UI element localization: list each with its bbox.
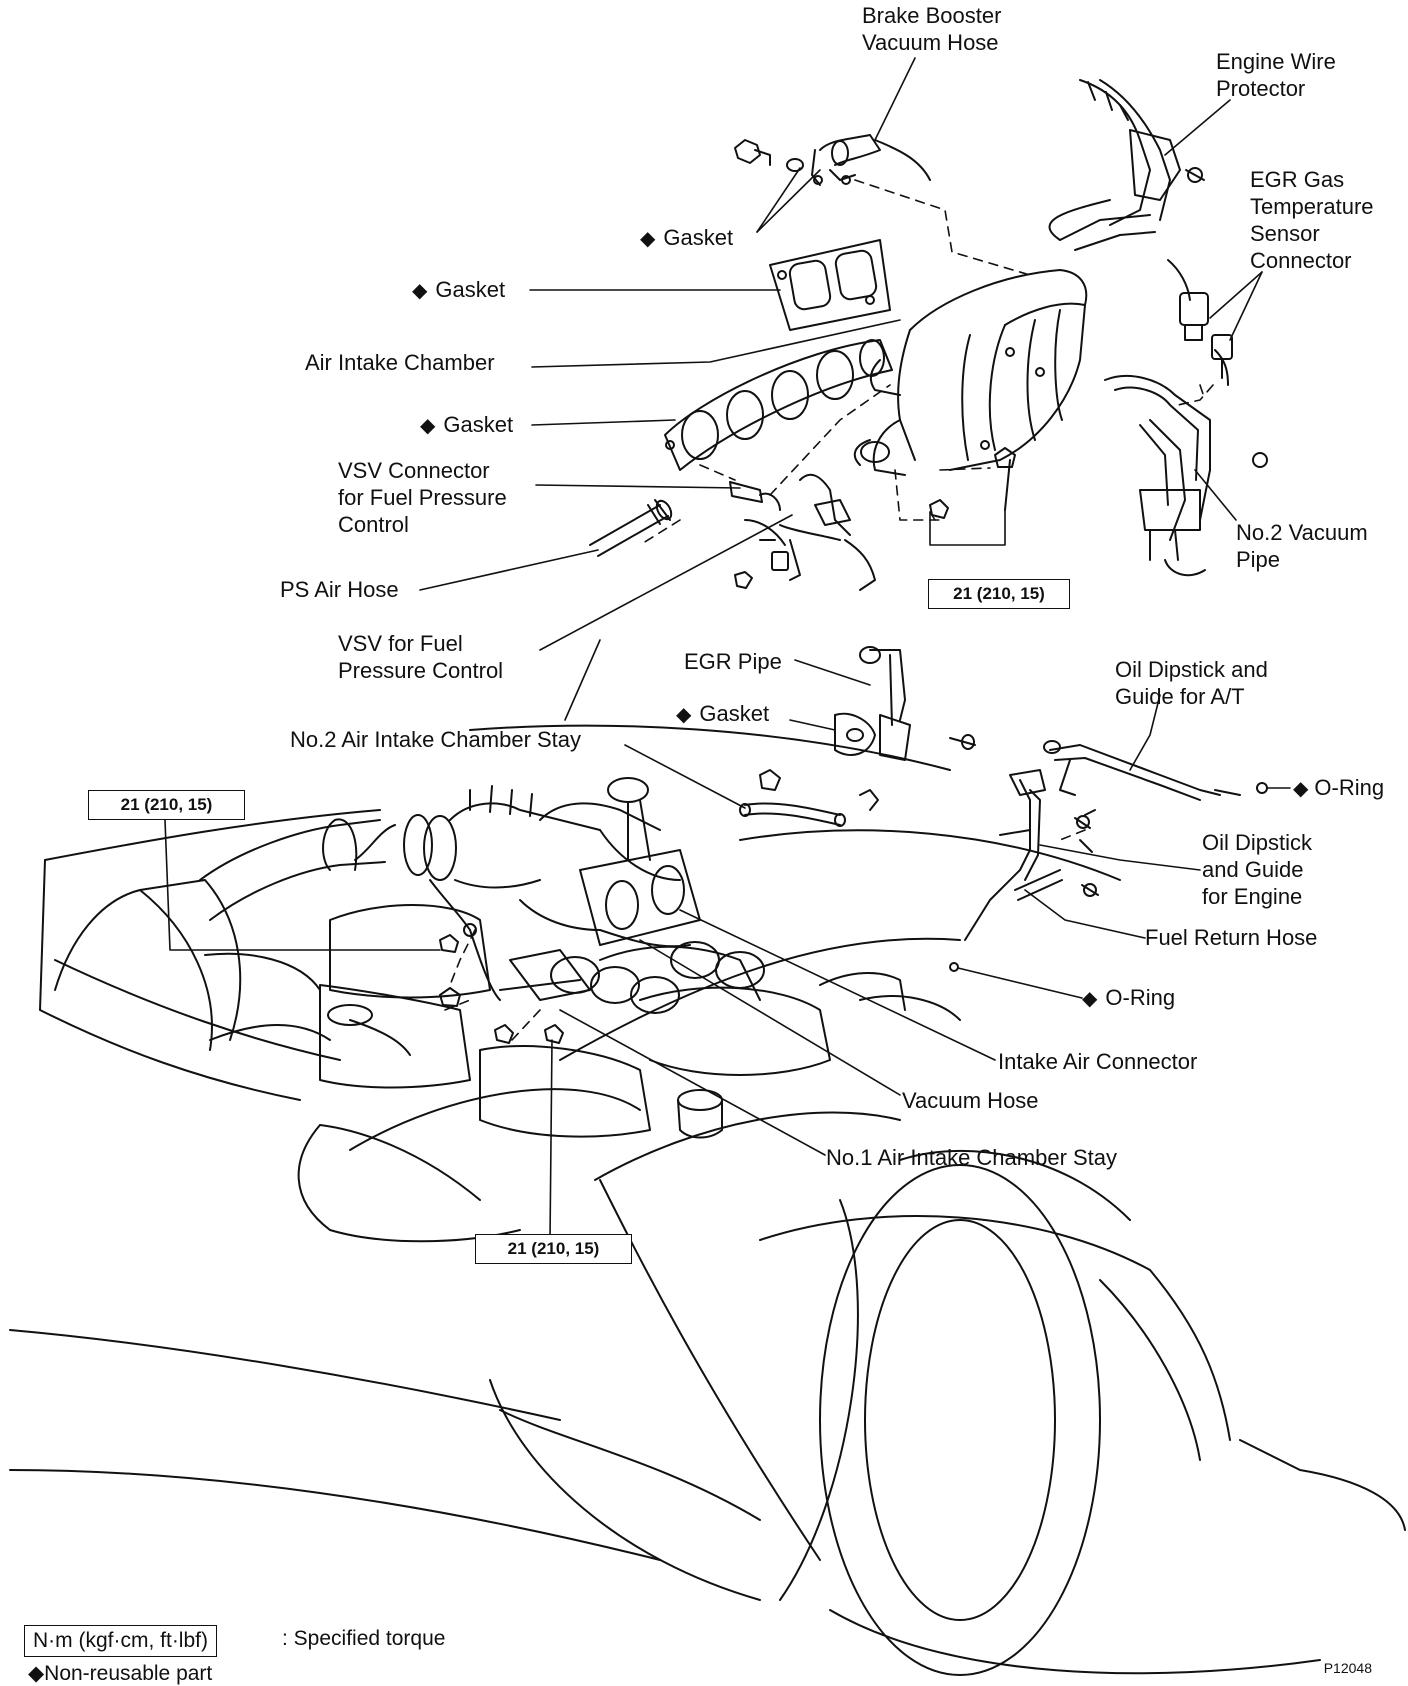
fastener-bolts (439, 447, 1096, 1044)
diamond-icon: ◆ (640, 228, 656, 250)
diamond-icon: ◆ (1082, 988, 1098, 1010)
intake-hose-assembly (199, 777, 701, 1001)
label-ps-air-hose: PS Air Hose (280, 577, 399, 602)
label-line: for Fuel Pressure (338, 485, 507, 510)
label-text: O-Ring (1105, 985, 1176, 1010)
label-line: Pressure Control (338, 658, 504, 683)
no2-stay-part (739, 769, 879, 827)
label-line: and Guide (1202, 857, 1304, 882)
leader-lines (164, 57, 1291, 1241)
label-oil-dipstick-at: Oil Dipstick and Guide for A/T (1115, 656, 1268, 710)
label-air-intake-chamber: Air Intake Chamber (305, 350, 495, 375)
manifold-gasket-part (664, 339, 893, 471)
label-line: Vacuum Hose (862, 30, 999, 55)
label-vsv-fuel-pressure-control: VSV for Fuel Pressure Control (338, 630, 503, 684)
alignment-dashes (444, 179, 1214, 1041)
label-text: Gasket (443, 412, 514, 437)
label-line: Oil Dipstick and (1115, 657, 1268, 682)
air-intake-chamber-part (853, 269, 1088, 476)
label-fuel-return-hose: Fuel Return Hose (1145, 925, 1318, 950)
label-line: Protector (1216, 76, 1306, 101)
diamond-icon: ◆ (420, 415, 436, 437)
label-no1-air-intake-chamber-stay: No.1 Air Intake Chamber Stay (826, 1145, 1118, 1170)
figure-id: P12048 (1323, 1660, 1372, 1676)
label-o-ring-at: ◆O-Ring (1293, 774, 1384, 803)
vehicle-body-outline (9, 724, 1406, 1676)
label-line: Oil Dipstick (1202, 830, 1313, 855)
label-text: Gasket (435, 277, 506, 302)
vacuum-pipe-part (1104, 375, 1268, 577)
label-line: Brake Booster (862, 3, 1002, 28)
label-no2-vacuum-pipe: No.2 Vacuum Pipe (1236, 519, 1368, 573)
label-line: Control (338, 512, 409, 537)
label-gasket-manifold: ◆ Gasket (420, 411, 513, 440)
label-text: Gasket (663, 225, 734, 250)
legend-non-reusable-text: Non-reusable part (44, 1662, 213, 1685)
label-line: No.2 Vacuum (1236, 520, 1368, 545)
label-intake-air-connector: Intake Air Connector (998, 1049, 1198, 1074)
torque-spec-box-chamber: 21 (210, 15) (928, 579, 1070, 609)
label-line: VSV Connector (338, 458, 490, 483)
legend-torque-meaning: : Specified torque (282, 1627, 446, 1650)
label-text: Gasket (699, 701, 770, 726)
engine-block (54, 879, 961, 1139)
label-gasket-egr: ◆ Gasket (676, 700, 769, 729)
label-egr-pipe: EGR Pipe (684, 649, 782, 674)
label-line: for Engine (1202, 884, 1303, 909)
label-o-ring-engine: ◆ O-Ring (1082, 984, 1175, 1013)
label-vacuum-hose: Vacuum Hose (902, 1088, 1039, 1113)
legend-non-reusable: ◆Non-reusable part (28, 1661, 212, 1686)
label-egr-gas-temperature-sensor-connector: EGR Gas Temperature Sensor Connector (1250, 166, 1374, 274)
label-engine-wire-protector: Engine Wire Protector (1216, 48, 1336, 102)
diamond-icon: ◆ (28, 1662, 45, 1685)
label-line: Guide for A/T (1115, 684, 1245, 709)
ps-air-hose-part (589, 499, 673, 557)
label-gasket-upper: ◆ Gasket (640, 224, 733, 253)
label-line: Engine Wire (1216, 49, 1336, 74)
label-vsv-connector: VSV Connector for Fuel Pressure Control (338, 457, 507, 538)
label-gasket-chamber: ◆ Gasket (412, 276, 505, 305)
label-line: Pipe (1236, 547, 1281, 572)
vsv-part (729, 473, 876, 591)
diamond-icon: ◆ (412, 280, 428, 302)
label-no2-air-intake-chamber-stay: No.2 Air Intake Chamber Stay (290, 727, 582, 752)
label-line: EGR Gas (1250, 167, 1345, 192)
torque-spec-box-left: 21 (210, 15) (88, 790, 245, 820)
label-line: Sensor (1250, 221, 1320, 246)
label-text: O-Ring (1314, 775, 1385, 800)
oil-dipstick-at-part (1043, 740, 1268, 801)
label-line: Connector (1250, 248, 1352, 273)
label-line: Temperature (1250, 194, 1374, 219)
engine-wire-protector-part (1048, 79, 1205, 251)
diamond-icon: ◆ (1293, 778, 1309, 800)
diamond-icon: ◆ (676, 704, 692, 726)
egr-pipe-part (834, 646, 976, 761)
torque-spec-box-lower: 21 (210, 15) (475, 1234, 632, 1264)
egr-sensor-connector-part (1167, 259, 1233, 386)
brake-booster-hose-part (734, 134, 931, 186)
label-oil-dipstick-engine: Oil Dipstick and Guide for Engine (1202, 829, 1312, 910)
legend-torque-unit: N·m (kgf·cm, ft·lbf) (24, 1625, 217, 1657)
label-brake-booster-vacuum-hose: Brake Booster Vacuum Hose (862, 2, 1001, 56)
label-line: VSV for Fuel (338, 631, 463, 656)
oil-dipstick-engine-part (949, 769, 1099, 972)
chamber-gasket-part (769, 239, 891, 331)
